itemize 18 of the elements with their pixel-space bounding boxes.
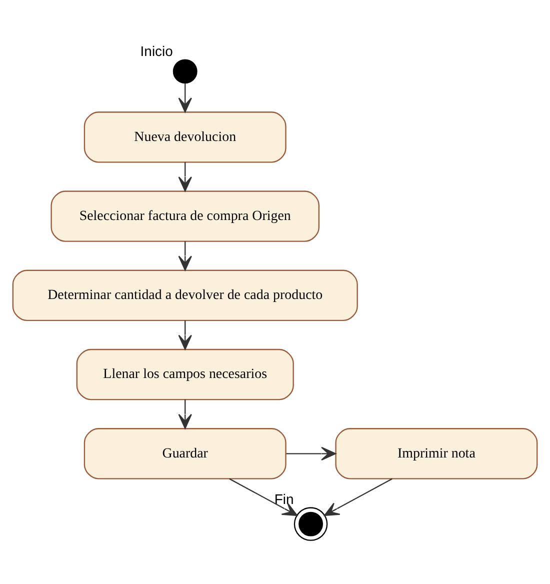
arrow xyxy=(178,399,192,428)
node-circle xyxy=(172,58,198,84)
node-label: Inicio xyxy=(140,42,173,58)
node-box: Nueva devolucion xyxy=(84,111,286,162)
node-label: Fin xyxy=(274,490,294,506)
node-circle xyxy=(294,506,328,540)
arrow xyxy=(178,240,192,270)
node-box: Guardar xyxy=(84,428,286,479)
arrow xyxy=(229,478,298,516)
arrow xyxy=(286,446,336,460)
arrow xyxy=(324,478,392,516)
arrow xyxy=(178,320,192,350)
node-box: Seleccionar factura de compra Origen xyxy=(50,190,320,242)
node-box: Determinar cantidad a devolver de cada producto xyxy=(12,269,358,320)
arrow xyxy=(178,162,192,192)
arrow xyxy=(178,83,192,112)
node-box: Imprimir nota xyxy=(335,428,538,479)
node-box: Llenar los campos necesarios xyxy=(76,348,294,400)
